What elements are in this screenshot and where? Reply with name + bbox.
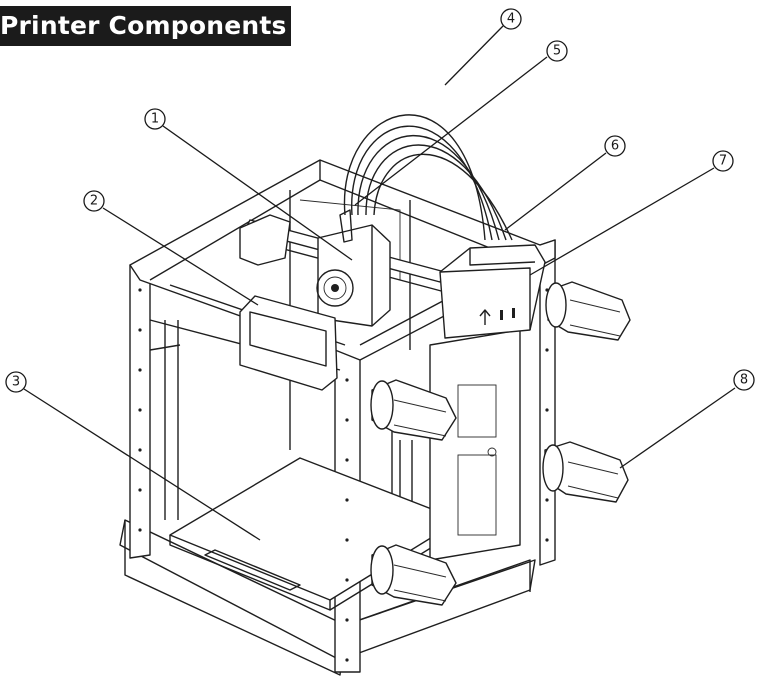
callout-2: 2 [83,190,105,212]
callout-1: 1 [144,108,166,130]
leader-line-7 [529,167,715,276]
callout-7: 7 [712,150,734,172]
callout-3: 3 [5,371,27,393]
callout-8: 8 [733,369,755,391]
callout-5-number: 5 [553,44,561,59]
spool-holder-middle-left [370,379,457,441]
callout-7-number: 7 [719,154,727,169]
callout-6: 6 [604,135,626,157]
leader-line-8 [619,387,736,469]
section-title: Printer Components [0,6,291,46]
leader-line-6 [504,152,607,231]
leader-lines [23,25,736,541]
leader-line-5 [354,56,548,206]
spool-holder-top-right [545,281,631,341]
leader-line-4 [444,25,504,86]
printer-illustration [119,114,631,676]
leader-line-3 [23,388,261,541]
section-title-text: Printer Components [0,11,287,40]
callout-6-number: 6 [611,139,619,154]
leader-line-1 [162,125,353,261]
spool-holder-bottom-left [370,544,457,606]
callout-4-number: 4 [507,12,515,27]
callout-1-number: 1 [151,112,159,127]
callout-2-number: 2 [90,194,98,209]
callout-3-number: 3 [12,375,20,390]
spool-holder-middle-right [542,441,629,503]
callout-4: 4 [500,8,522,30]
leader-line-2 [102,207,259,306]
callout-5: 5 [546,40,568,62]
callout-8-number: 8 [740,373,748,388]
